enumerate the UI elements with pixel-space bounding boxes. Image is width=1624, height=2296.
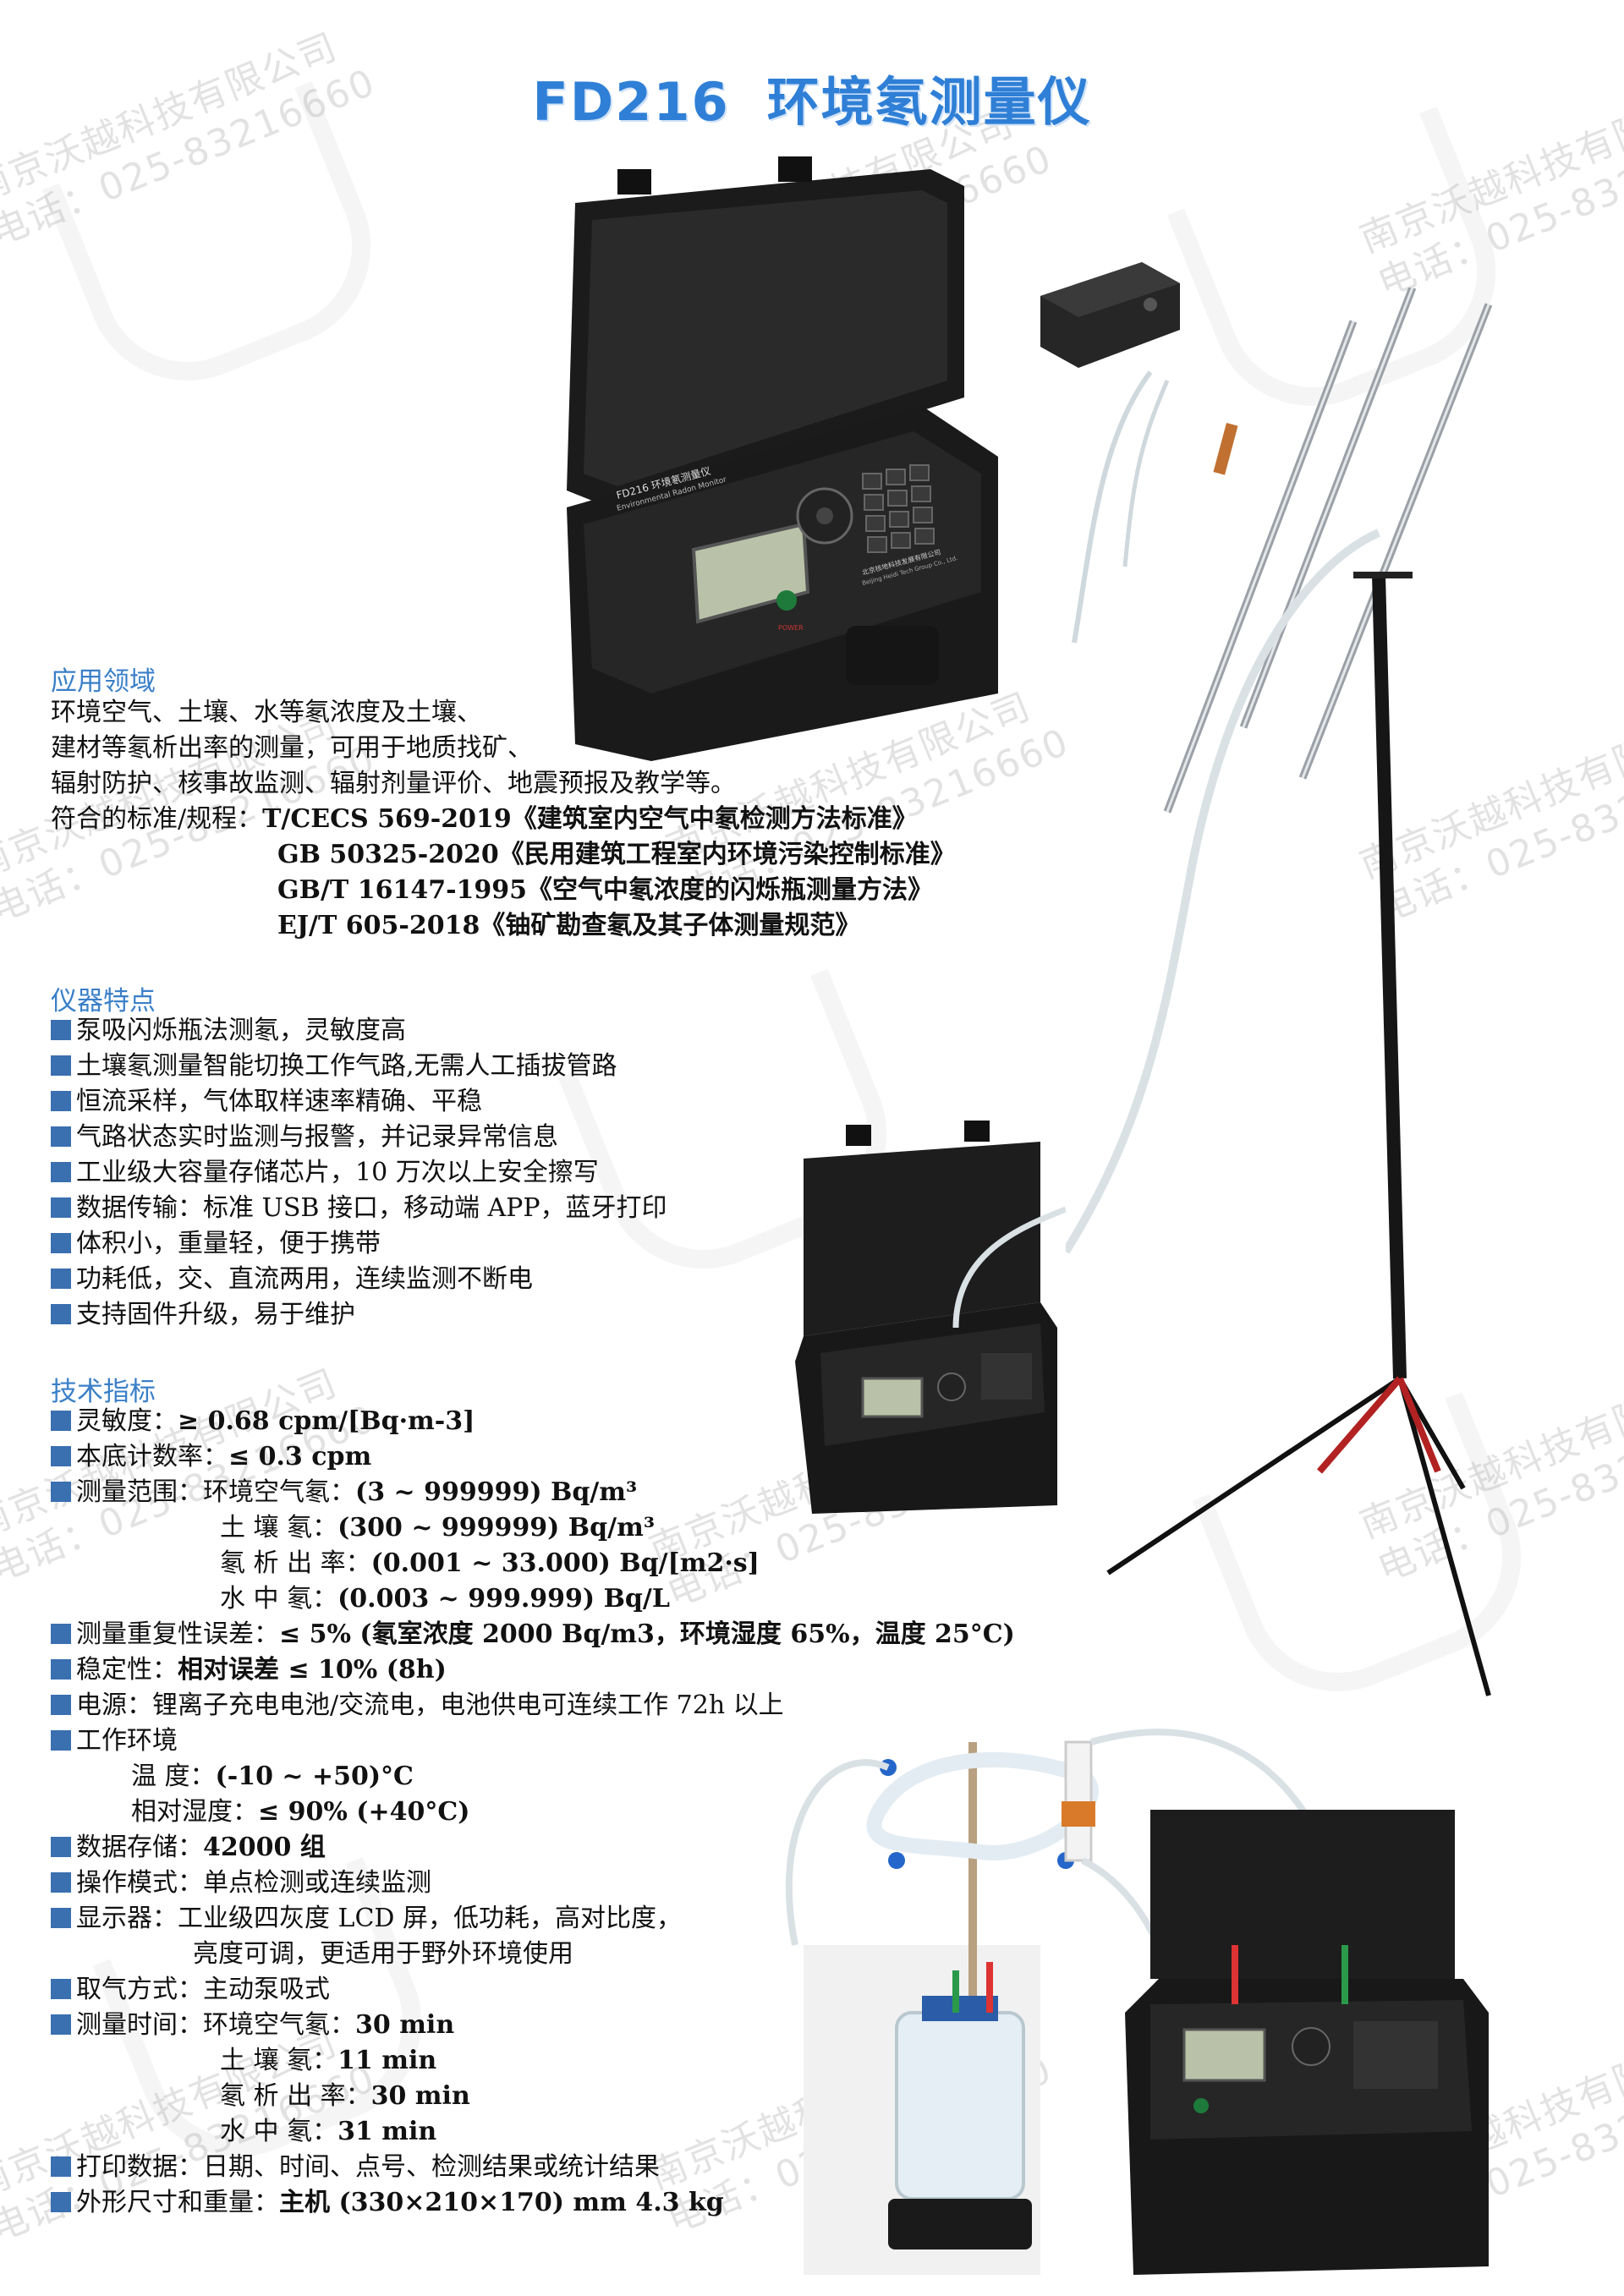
page-title: FD216 环境氡测量仪 — [0, 59, 1624, 135]
feature-item: 气路状态实时监测与报警，并记录异常信息 — [51, 1120, 667, 1155]
title-name: 环境氡测量仪 — [766, 71, 1092, 133]
application-line: 辐射防护、核事故监测、辐射剂量评价、地震预报及教学等。 — [51, 769, 736, 798]
spec-time-row: 水 中 氡：31 min — [220, 2117, 437, 2146]
feature-item: 数据传输：标准 USB 接口，移动端 APP，蓝牙打印 — [51, 1191, 667, 1226]
feature-item: 功耗低，交、直流两用，连续监测不断电 — [51, 1262, 667, 1297]
bullet-square-icon — [51, 1446, 71, 1466]
water-radon-setup-photo — [785, 1729, 1489, 2275]
standard-row: 符合的标准/规程：T/CECS 569-2019《建筑室内空气中氡检测方法标准》 — [51, 802, 956, 837]
standard-item: EJ/T 605-2018《铀矿勘查氡及其子体测量规范》 — [277, 911, 861, 940]
printer-photo — [1040, 262, 1180, 368]
bullet-square-icon — [51, 1730, 71, 1751]
bullet-square-icon — [51, 1304, 71, 1324]
standard-item: GB 50325-2020《民用建筑工程室内环境污染控制标准》 — [277, 840, 956, 869]
spec-env: 工作环境 — [51, 1723, 1015, 1759]
standard-item: T/CECS 569-2019《建筑室内空气中氡检测方法标准》 — [262, 804, 918, 834]
spec-time-row: 土 壤 氡：11 min — [220, 2046, 437, 2075]
bullet-square-icon — [51, 2156, 71, 2177]
spec-range-row: 水 中 氡：(0.003 ~ 999.999) Bq/L — [220, 1584, 670, 1614]
bullet-square-icon — [51, 2014, 71, 2035]
standard-item: GB/T 16147-1995《空气中氡浓度的闪烁瓶测量方法》 — [277, 875, 934, 905]
bullet-square-icon — [51, 1695, 71, 1715]
specs-heading: 技术指标 — [51, 1377, 156, 1407]
application-line: 环境空气、土壤、水等氡浓度及土壤、 — [51, 698, 482, 727]
bullet-square-icon — [51, 1411, 71, 1431]
bullet-square-icon — [51, 1020, 71, 1040]
application-heading: 应用领域 — [51, 666, 156, 697]
application-line: 建材等氡析出率的测量，可用于地质找矿、 — [51, 733, 533, 763]
bullet-square-icon — [51, 1979, 71, 1999]
feature-item: 恒流采样，气体取样速率精确、平稳 — [51, 1084, 667, 1120]
spec-display-cont: 亮度可调，更适用于野外环境使用 — [193, 1939, 573, 1969]
spec-env-temp: 温 度：(-10 ~ +50)°C — [131, 1762, 414, 1791]
spec-stability: 稳定性：相对误差 ≤ 10% (8h) — [51, 1652, 1015, 1688]
device-photo-middle — [795, 1121, 1066, 1514]
spec-range-row: 土 壤 氡：(300 ~ 999999) Bq/m³ — [220, 1513, 655, 1543]
bullet-square-icon — [51, 1197, 71, 1218]
spec-mode: 操作模式：单点检测或连续监测 — [51, 1866, 1015, 1901]
bullet-square-icon — [51, 1233, 71, 1253]
spec-background: 本底计数率：≤ 0.3 cpm — [51, 1439, 1015, 1475]
watermark-text: 南京沃越科技有限公司电话：025-83216660 — [0, 25, 382, 255]
spec-env-humidity: 相对湿度：≤ 90% (+40°C) — [131, 1797, 470, 1827]
spec-size: 外形尺寸和重量：主机 (330×210×170) mm 4.3 kg — [51, 2185, 1015, 2221]
spec-time-row: 氡 析 出 率：30 min — [220, 2081, 470, 2111]
bullet-square-icon — [51, 1659, 71, 1680]
spec-repeat: 测量重复性误差：≤ 5% (氡室浓度 2000 Bq/m3，环境湿度 65%，温… — [51, 1617, 1015, 1652]
specs-list: 灵敏度：≥ 0.68 cpm/[Bq·m-3] 本底计数率：≤ 0.3 cpm … — [51, 1404, 1015, 2221]
standards-label: 符合的标准/规程： — [51, 804, 263, 834]
device-power-label: POWER — [778, 624, 804, 632]
feature-item: 土壤氡测量智能切换工作气路,无需人工插拔管路 — [51, 1049, 667, 1084]
spec-range-row: 氡 析 出 率：(0.001 ~ 33.000) Bq/[m2·s] — [220, 1548, 760, 1578]
bullet-square-icon — [51, 1162, 71, 1182]
bullet-square-icon — [51, 1837, 71, 1857]
spec-storage: 数据存储：42000 组 — [51, 1830, 1015, 1866]
bullet-square-icon — [51, 1482, 71, 1502]
device-photo-main: FD216 环境氡测量仪 Environmental Radon Monitor… — [567, 156, 998, 761]
bullet-square-icon — [51, 1872, 71, 1893]
spec-display: 显示器：工业级四灰度 LCD 屏，低功耗，高对比度， — [51, 1901, 1015, 1937]
tripod-photo — [1066, 529, 1491, 1696]
application-text: 环境空气、土壤、水等氡浓度及土壤、 建材等氡析出率的测量，可用于地质找矿、 辐射… — [51, 695, 956, 944]
spec-sensitivity: 灵敏度：≥ 0.68 cpm/[Bq·m-3] — [51, 1404, 1015, 1439]
feature-item: 工业级大容量存储芯片，10 万次以上安全擦写 — [51, 1155, 667, 1191]
features-heading: 仪器特点 — [51, 986, 156, 1016]
feature-item: 支持固件升级，易于维护 — [51, 1297, 667, 1333]
spec-range: 测量范围：环境空气氡：(3 ~ 999999) Bq/m³ — [51, 1475, 1015, 1510]
feature-item: 泵吸闪烁瓶法测氡，灵敏度高 — [51, 1013, 667, 1049]
features-list: 泵吸闪烁瓶法测氡，灵敏度高 土壤氡测量智能切换工作气路,无需人工插拔管路 恒流采… — [51, 1013, 667, 1333]
spec-sampling: 取气方式：主动泵吸式 — [51, 1972, 1015, 2008]
spec-print: 打印数据：日期、时间、点号、检测结果或统计结果 — [51, 2150, 1015, 2185]
feature-item: 体积小，重量轻，便于携带 — [51, 1226, 667, 1262]
title-model: FD216 — [532, 71, 730, 133]
bullet-square-icon — [51, 1055, 71, 1076]
bullet-square-icon — [51, 2192, 71, 2212]
spec-power: 电源：锂离子充电电池/交流电，电池供电可连续工作 72h 以上 — [51, 1688, 1015, 1723]
bullet-square-icon — [51, 1091, 71, 1111]
bullet-square-icon — [51, 1908, 71, 1928]
bullet-square-icon — [51, 1624, 71, 1644]
spec-time: 测量时间：环境空气氡：30 min — [51, 2008, 1015, 2043]
bullet-square-icon — [51, 1269, 71, 1289]
soil-probes-photo — [1072, 288, 1493, 814]
bullet-square-icon — [51, 1126, 71, 1147]
